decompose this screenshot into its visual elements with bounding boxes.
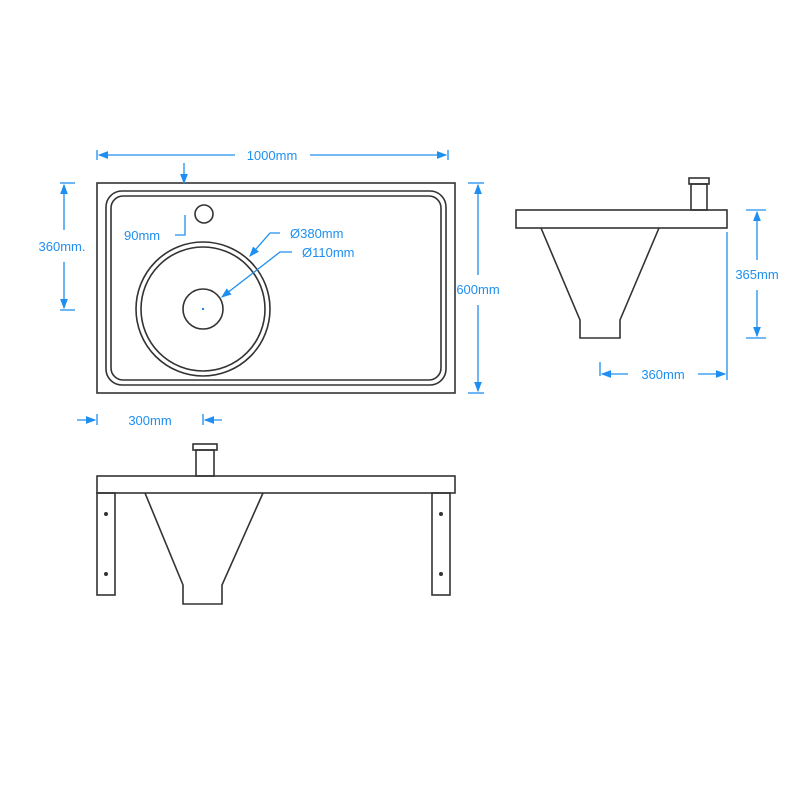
tap-hole [194,204,214,224]
top-outline [96,182,456,394]
front-tap-pipe [195,449,215,477]
front-funnel [144,492,264,605]
bowl-diameter-label: Ø380mm [290,226,343,241]
front-tap-cap [192,443,218,451]
side-view-dimensions: 365mm 360mm [599,209,779,382]
waste-outlet [182,288,224,330]
width-dimension-label: 1000mm [247,148,298,163]
fixing-hole [104,512,108,516]
height-dimension-label: 365mm [735,267,778,282]
front-slab [96,475,456,494]
drainer-rim-outer [105,190,447,386]
bowl-inner [140,246,266,372]
side-depth-label: 360mm [641,367,684,382]
bowl-center [201,307,205,311]
fixing-hole [104,572,108,576]
bowl-outer [135,241,271,377]
side-funnel [540,227,660,339]
side-tap-pipe [690,183,708,211]
side-slab [515,209,728,229]
top-view-dimensions: 1000mm 360mm. 600mm 90mm Ø380mm Ø110mm 3… [39,148,500,428]
waste-diameter-label: Ø110mm [302,245,355,260]
fixing-hole [439,512,443,516]
front-view [96,443,456,605]
bowl-width-offset-label: 300mm [128,413,171,428]
fixing-hole [439,572,443,576]
left-bracket [96,492,116,596]
side-view [515,177,728,339]
bowl-depth-offset-label: 360mm. [39,239,86,254]
right-bracket [431,492,451,596]
drainer-rim-inner [110,195,442,381]
depth-dimension-label: 600mm [456,282,499,297]
tap-offset-label: 90mm [124,228,160,243]
side-tap-cap [688,177,710,185]
top-view [96,182,456,394]
